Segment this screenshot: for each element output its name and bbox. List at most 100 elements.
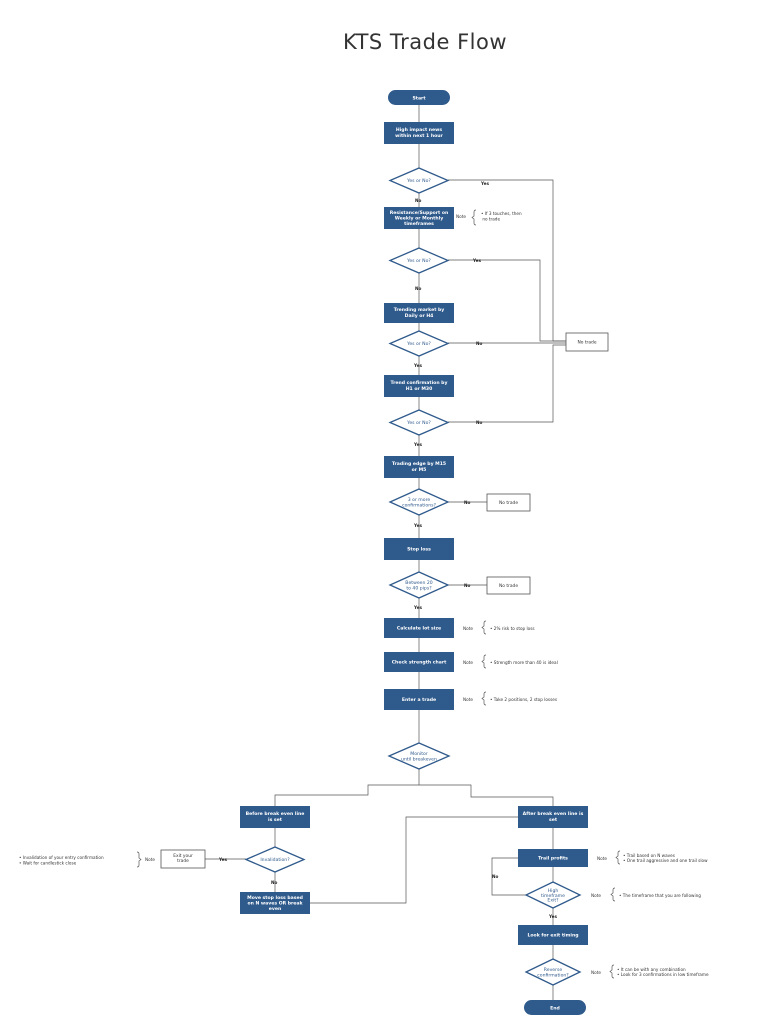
connectors <box>205 105 566 1000</box>
edge-no-invalidation: No <box>271 880 278 885</box>
note-text-reverse: • It can be with any combination• Look f… <box>617 967 709 977</box>
before-break-even-box <box>240 806 310 828</box>
resistance-support-box <box>384 207 454 229</box>
note-brace-resistance <box>471 209 477 226</box>
note-text-invalidation: • Invalidation of your entry confirmatio… <box>19 855 104 866</box>
calculate-lot-label: Calculate lot size <box>397 626 441 632</box>
no-trade-box-main <box>565 332 609 352</box>
note-brace-lot <box>481 620 487 635</box>
decision-invalidation-label: Invalidation? <box>260 857 290 863</box>
note-label-strength: Note <box>463 660 473 665</box>
edge-yes-6: Yes <box>413 605 422 610</box>
calculate-lot-box <box>384 618 454 638</box>
decision-yes-no-1 <box>388 167 450 194</box>
note-text-resistance: • If 3 touches, then no trade <box>481 211 522 222</box>
trending-market-box <box>384 303 454 323</box>
decision-high-timeframe <box>524 881 582 909</box>
note-label-enter: Note <box>463 697 473 702</box>
no-trade-box-pips <box>486 576 531 595</box>
edge-yes-3: Yes <box>413 363 422 368</box>
look-for-exit-box <box>518 925 588 945</box>
note-text-lot: • 2% risk to stop loss <box>490 626 535 631</box>
edge-yes-5: Yes <box>413 523 422 528</box>
enter-trade-box <box>384 689 454 710</box>
decision-yes-no-4-label: Yes or No? <box>406 420 431 426</box>
exit-trade-box <box>160 849 206 869</box>
decision-invalidation <box>244 846 306 873</box>
note-brace-enter <box>481 691 487 706</box>
decision-yes-no-1-label: Yes or No? <box>406 178 431 184</box>
note-label-reverse: Note <box>591 970 601 975</box>
edge-no-5: No <box>464 500 471 505</box>
note-text-trail: • Trail based on N waves• One trail aggr… <box>623 853 708 863</box>
trail-profits-label: Trail profits <box>538 856 568 862</box>
note-text-strength: • Strength more than 40 is ideal <box>490 660 558 665</box>
decision-monitor <box>387 742 451 770</box>
decision-yes-no-2-label: Yes or No? <box>406 258 431 264</box>
edge-no-6: No <box>464 583 471 588</box>
edge-no-timeframe: No <box>492 874 499 879</box>
news-check-box <box>384 122 454 144</box>
end-terminal <box>524 1000 586 1015</box>
no-trade-label-confirmations: No trade <box>499 500 518 506</box>
note-text-enter: • Take 2 positions, 2 stop losses <box>490 697 557 702</box>
note-label-lot: Note <box>463 626 473 631</box>
trail-profits-box <box>518 849 588 867</box>
note-label-trail: Note <box>597 856 607 861</box>
decision-between-pips <box>388 571 450 599</box>
trend-confirmation-box <box>384 375 454 397</box>
after-break-even-box <box>518 806 588 828</box>
no-trade-label-main: No trade <box>577 340 596 346</box>
decision-yes-no-4 <box>388 409 450 436</box>
trading-edge-box <box>384 456 454 478</box>
note-brace-invalidation <box>136 851 142 868</box>
note-label-timeframe: Note <box>591 893 601 898</box>
move-stop-loss-box <box>240 892 310 914</box>
note-brace-trail <box>615 850 621 865</box>
page-title: KTS Trade Flow <box>342 30 508 54</box>
edge-no-2: No <box>415 286 422 291</box>
edge-yes-1: Yes <box>480 181 489 186</box>
note-text-timeframe: • The timeframe that you are following <box>619 893 701 898</box>
edge-yes-invalidation: Yes <box>218 857 227 862</box>
look-for-exit-label: Look for exit timing <box>527 933 578 939</box>
no-trade-label-pips: No trade <box>499 583 518 589</box>
note-label-invalidation: Note <box>145 857 155 862</box>
decision-yes-no-3-label: Yes or No? <box>406 341 431 347</box>
edge-no-4: No <box>476 420 483 425</box>
no-trade-box-confirmations <box>486 493 531 512</box>
decision-three-confirmations <box>388 488 450 516</box>
stop-loss-box <box>384 538 454 560</box>
end-label: End <box>550 1006 560 1012</box>
decision-reverse-confirmation <box>524 958 582 986</box>
note-brace-strength <box>481 654 487 669</box>
edge-no-1: No <box>415 198 422 203</box>
enter-trade-label: Enter a trade <box>402 697 436 703</box>
start-label: Start <box>412 96 426 102</box>
edge-yes-4: Yes <box>413 442 422 447</box>
note-label-resistance: Note <box>456 214 466 219</box>
edge-yes-2: Yes <box>472 258 481 263</box>
edge-no-3: No <box>476 341 483 346</box>
note-brace-timeframe <box>610 887 616 902</box>
check-strength-box <box>384 652 454 672</box>
edge-yes-timeframe: Yes <box>548 914 557 919</box>
start-terminal <box>388 90 450 105</box>
decision-yes-no-2 <box>388 247 450 274</box>
stop-loss-label: Stop loss <box>407 547 431 553</box>
note-brace-reverse <box>609 964 615 979</box>
